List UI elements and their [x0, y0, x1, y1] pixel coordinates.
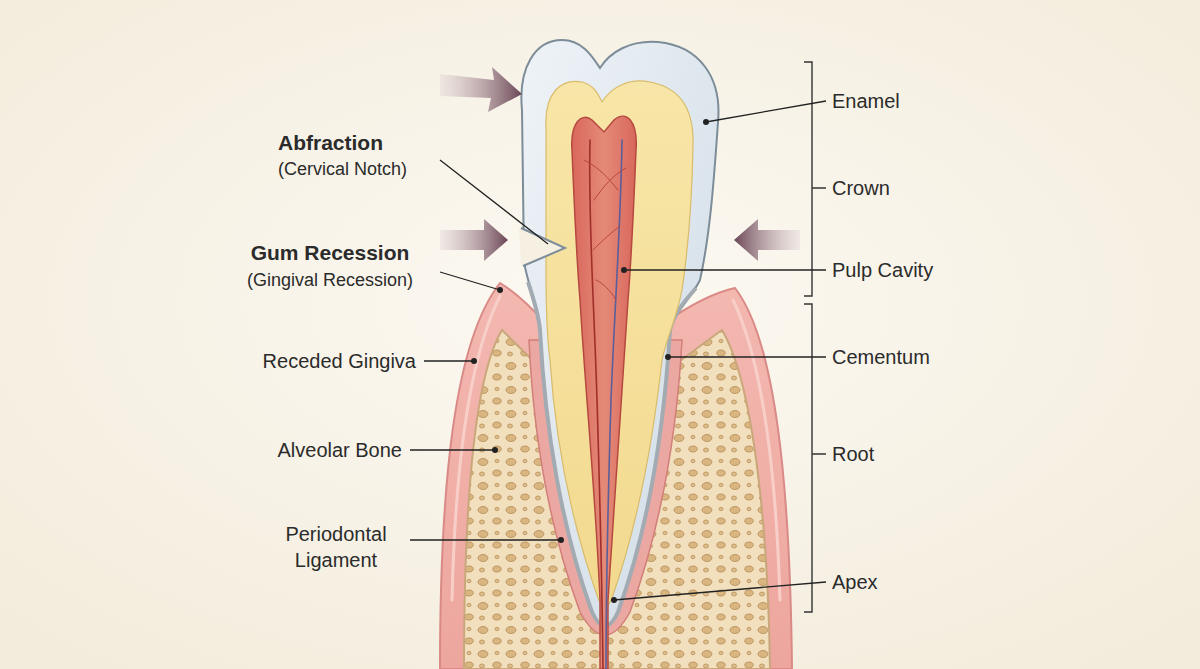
callout-subheading: (Gingival Recession)	[247, 269, 413, 292]
abfraction-notch	[519, 228, 565, 266]
part-label: Periodontal Ligament	[266, 521, 406, 573]
vein	[606, 140, 622, 669]
leader-dot	[703, 119, 709, 125]
part-label: Cementum	[832, 344, 930, 370]
part-label: Alveolar Bone	[277, 437, 402, 463]
leader-line	[410, 449, 495, 450]
leader-line	[614, 582, 826, 600]
force-arrow	[440, 219, 508, 261]
callout-heading: Gum Recession	[251, 239, 410, 266]
part-label: Enamel	[832, 88, 900, 114]
leader-dots	[471, 119, 709, 603]
leader-dot	[558, 537, 564, 543]
leader-dot	[492, 447, 498, 453]
capillaries	[584, 160, 626, 300]
force-arrow	[440, 67, 522, 112]
crown-bracket	[804, 62, 826, 296]
artery	[590, 140, 603, 669]
abfraction-notch-edge	[521, 228, 565, 266]
part-label: Receded Gingiva	[263, 348, 416, 374]
leader-lines	[410, 101, 826, 600]
part-label: Pulp Cavity	[832, 257, 933, 283]
callout-subheading: (Cervical Notch)	[278, 158, 407, 181]
force-arrow	[734, 219, 800, 261]
leader-dot	[665, 354, 671, 360]
callout-heading: Abfraction	[278, 129, 383, 156]
brackets	[804, 62, 826, 612]
leader-line	[668, 356, 826, 357]
leader-dot	[471, 358, 477, 364]
blood-vessels	[584, 140, 626, 669]
leader-line	[424, 360, 474, 361]
leader-line	[706, 101, 826, 122]
leader-line	[440, 272, 500, 290]
leader-line	[440, 160, 548, 244]
leader-dot	[497, 287, 503, 293]
part-label: Apex	[832, 569, 878, 595]
region-label: Crown	[832, 175, 890, 201]
leader-line	[624, 269, 826, 270]
leader-dot	[621, 267, 627, 273]
leader-line	[410, 539, 561, 540]
region-label: Root	[832, 441, 874, 467]
pulp-cavity	[572, 116, 636, 669]
leader-dot	[611, 597, 617, 603]
root-bracket	[804, 304, 826, 612]
